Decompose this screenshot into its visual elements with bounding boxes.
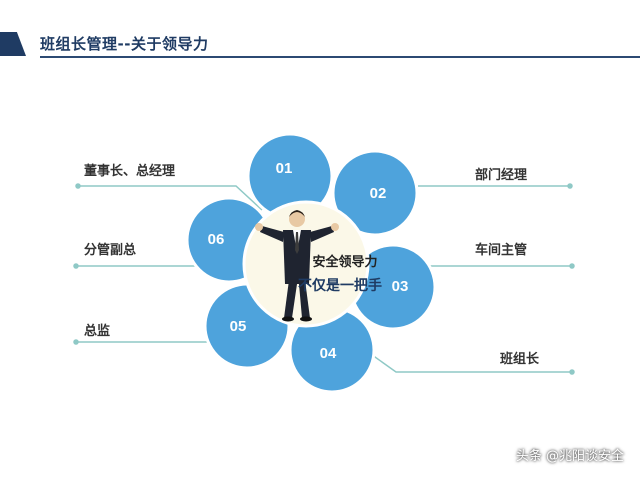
center-text-leadership: 安全领导力 — [312, 254, 377, 269]
petal-number-03: 03 — [392, 278, 409, 295]
connector-line-chairman — [78, 185, 263, 211]
petal-number-01: 01 — [276, 160, 293, 177]
businessman-figure-icon — [255, 210, 339, 322]
role-workshop-supervisor: 车间主管 — [475, 243, 528, 258]
petal-02 — [331, 149, 419, 237]
watermark: 头条 @兆阳谈安全 — [515, 449, 624, 464]
connector-dot — [73, 339, 79, 345]
petal-number-02: 02 — [370, 185, 387, 202]
role-department-manager: 部门经理 — [475, 168, 528, 183]
role-director: 总监 — [84, 324, 111, 339]
role-chairman-gm: 董事长、总经理 — [84, 164, 176, 179]
connector-dot — [569, 263, 575, 269]
center-text-not-only-head: 不仅是一把手 — [298, 277, 382, 293]
slide-header: 班组长管理--关于领导力 — [0, 0, 640, 60]
slide-title: 班组长管理--关于领导力 — [40, 35, 209, 53]
connector-dot — [73, 263, 79, 269]
connector-line-teamleader — [367, 351, 572, 373]
role-deputy-gm: 分管副总 — [84, 243, 137, 258]
connector-dot — [567, 183, 573, 189]
connector-dot — [75, 183, 81, 189]
petal-number-05: 05 — [230, 318, 247, 335]
petal-number-04: 04 — [320, 345, 337, 362]
role-team-leader: 班组长 — [500, 352, 540, 367]
connector-dot — [569, 369, 575, 375]
petal-number-06: 06 — [208, 231, 225, 248]
header-rule — [40, 56, 640, 58]
